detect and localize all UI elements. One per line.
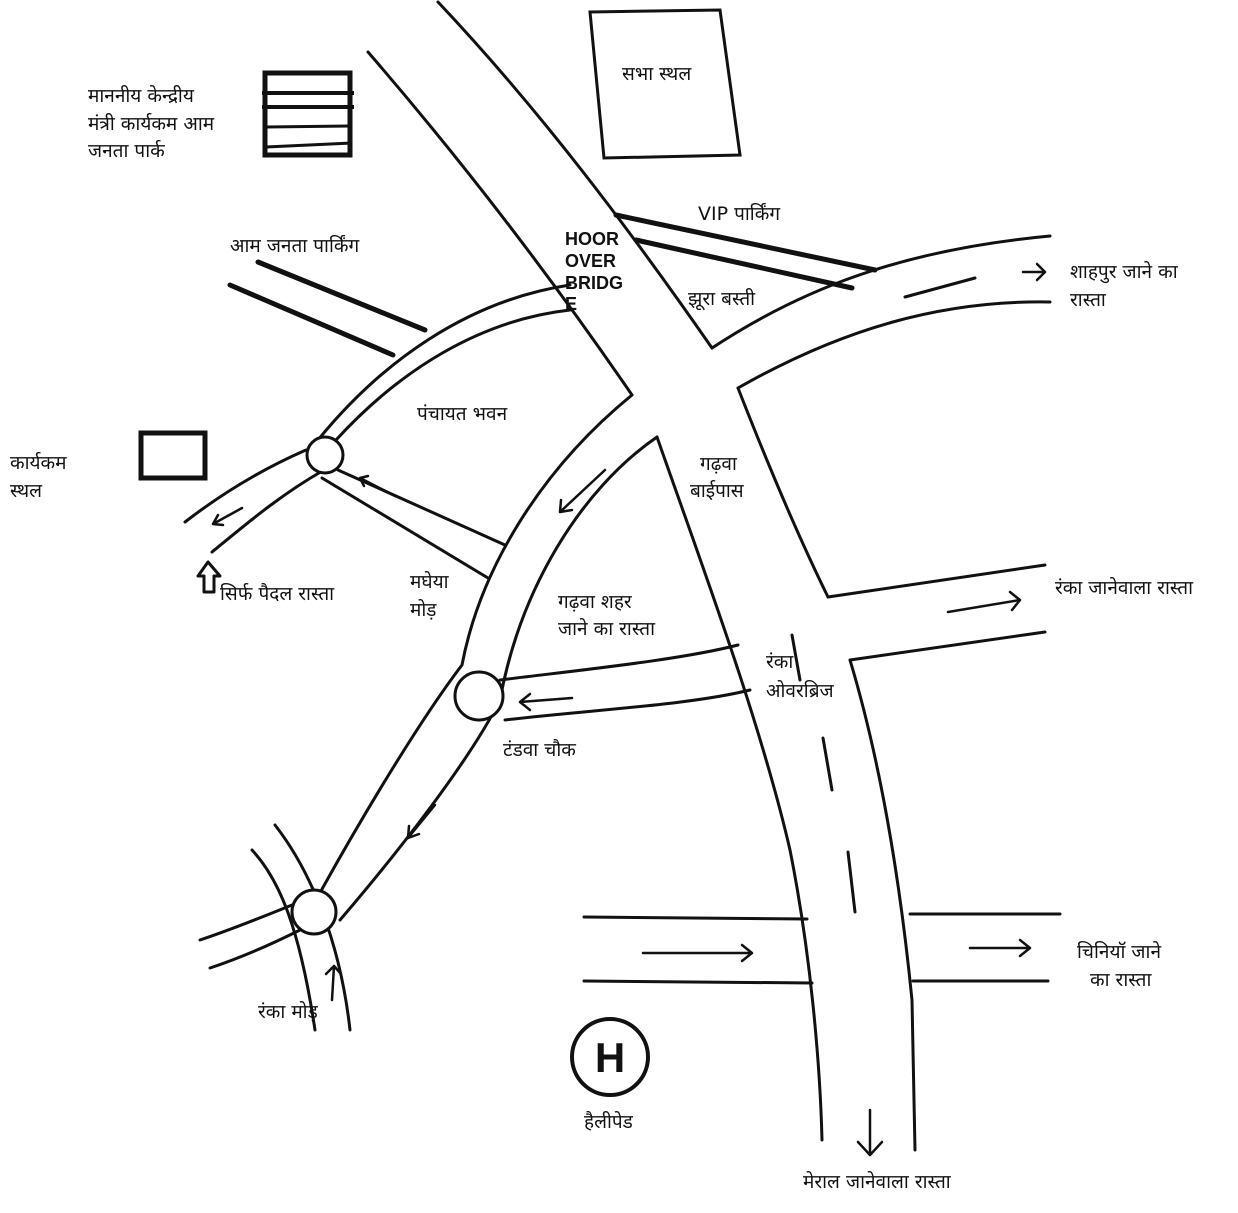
garhwa-shahar-road-lower xyxy=(503,688,752,722)
garhwa-shahar-road-upper xyxy=(498,643,740,682)
chiniyan-road-left-lower xyxy=(582,979,814,985)
meral-road-dash-1 xyxy=(790,633,802,682)
meral-road-label: मेराल जानेवाला रास्ता xyxy=(803,1171,951,1193)
shahpur-road-label-line-2: रास्ता xyxy=(1070,289,1106,311)
ranka-mor-roundabout xyxy=(290,888,338,936)
arrow-shahpur xyxy=(1021,262,1047,282)
overbridge-label-line-1: HOOR xyxy=(565,229,619,249)
arrow-chiniyan-left xyxy=(641,943,754,963)
meral-road-dash-2 xyxy=(821,736,834,792)
arrow-meral xyxy=(856,1108,884,1157)
ranka-overbridge-label-line-2: ओवरब्रिज xyxy=(766,680,834,702)
arrow-paidal-rasta xyxy=(196,560,222,594)
overbridge-label-line-4: E xyxy=(565,294,578,314)
overbridge-road-left-edge xyxy=(366,50,634,397)
tandwa-chowk-label: टंडवा चौक xyxy=(503,739,576,761)
shahpur-road-label-line-1: शाहपुर जाने का xyxy=(1070,261,1178,283)
meral-road-dash-3 xyxy=(846,850,857,914)
garhwa-curve-outer xyxy=(314,393,634,902)
karyakram-road-lower xyxy=(210,468,326,554)
panchayat-curve-inner xyxy=(334,308,572,442)
ranka-mor-label: रंका मोड़ xyxy=(258,1001,318,1023)
ranka-road-lower-edge xyxy=(848,630,1047,662)
arrow-garhwa-curve-lower xyxy=(406,803,437,840)
panchayat-bhavan-label: पंचायत भवन xyxy=(417,403,508,425)
tandwa-roundabout xyxy=(453,670,505,722)
vip-parking-label: VIP पार्किंग xyxy=(698,203,781,225)
sabha-sthal-label: सभा स्थल xyxy=(622,63,692,85)
madhheya-connector-lower xyxy=(320,476,490,580)
helipad-circle xyxy=(570,1017,650,1097)
jhura-basti-label: झूरा बस्ती xyxy=(688,288,756,310)
karyakram-road-upper xyxy=(183,448,308,524)
park-label-line-1: माननीय केन्द्रीय xyxy=(88,85,194,107)
ranka-overbridge-label-line-1: रंका xyxy=(766,651,794,673)
madhheya-mor-label-line-1: मघेया xyxy=(410,571,449,593)
helipad-label: हैलीपेड xyxy=(584,1111,633,1133)
public-parking-label: आम जनता पार्किंग xyxy=(230,235,360,257)
garhwa-curve-inner xyxy=(338,435,659,922)
garhwa-bypass-label-line-1: गढ़वा xyxy=(700,453,737,475)
garhwa-bypass-label-line-2: बाईपास xyxy=(690,480,744,502)
arrow-garhwa-curve-upper xyxy=(558,468,607,514)
karyakram-sthal-label-line-1: कार्यकम xyxy=(10,452,67,474)
meral-road-right-edge xyxy=(848,658,917,1152)
public-parking-line-1 xyxy=(255,259,428,333)
panchayat-curve-outer xyxy=(308,283,572,452)
sabha-sthal-box xyxy=(588,8,742,160)
vip-parking-line-1 xyxy=(613,212,878,273)
overbridge-road-right-edge xyxy=(436,0,714,350)
shahpur-road-lower-edge xyxy=(736,300,1052,390)
madhheya-roundabout xyxy=(305,435,345,475)
chiniyan-road-left-upper xyxy=(582,915,809,921)
garhwa-shahar-label-line-2: जाने का रास्ता xyxy=(558,618,655,640)
bypass-left-edge xyxy=(655,435,824,1142)
madhheya-connector-upper xyxy=(336,468,507,547)
garhwa-shahar-label-line-1: गढ़वा शहर xyxy=(558,591,632,613)
madhheya-mor-label-line-2: मोड़ xyxy=(410,599,437,621)
park-label-line-2: मंत्री कार्यकम आम xyxy=(88,113,215,135)
karyakram-sthal-label-line-2: स्थल xyxy=(10,480,43,502)
overbridge-label-line-2: OVER xyxy=(565,251,617,271)
ranka-mor-south-left xyxy=(250,848,317,1032)
karyakram-sthal-box xyxy=(138,430,208,481)
arrow-ranka-road xyxy=(946,590,1022,614)
shahpur-road-dash xyxy=(903,276,977,299)
chiniyan-road-label-line-2: का रास्ता xyxy=(1090,969,1152,991)
sirf-paidal-label: सिर्फ पैदल रास्ता xyxy=(220,583,335,605)
park-label-line-3: जनता पार्क xyxy=(88,140,165,162)
shahpur-road-upper-edge xyxy=(710,234,1052,350)
bypass-right-edge xyxy=(736,386,830,599)
park-box xyxy=(262,70,354,158)
vip-parking-line-2 xyxy=(633,237,855,291)
ranka-mor-west-lower xyxy=(208,928,302,970)
overbridge-label-line-3: BRIDG xyxy=(565,273,623,293)
chiniyan-road-label-line-1: चिनियॉ जाने xyxy=(1077,941,1161,963)
ranka-road-label: रंका जानेवाला रास्ता xyxy=(1055,577,1194,599)
arrow-chiniyan-right xyxy=(968,938,1032,958)
ranka-mor-west-upper xyxy=(198,903,294,942)
arrow-garhwa-shahar xyxy=(518,692,574,712)
helipad-symbol: H xyxy=(595,1034,625,1081)
public-parking-line-2 xyxy=(227,282,396,358)
arrow-karyakram xyxy=(211,506,244,527)
arrow-ranka-mor xyxy=(324,964,343,1002)
ranka-road-upper-edge xyxy=(826,563,1047,599)
arrow-madhheya-connector xyxy=(358,474,397,498)
